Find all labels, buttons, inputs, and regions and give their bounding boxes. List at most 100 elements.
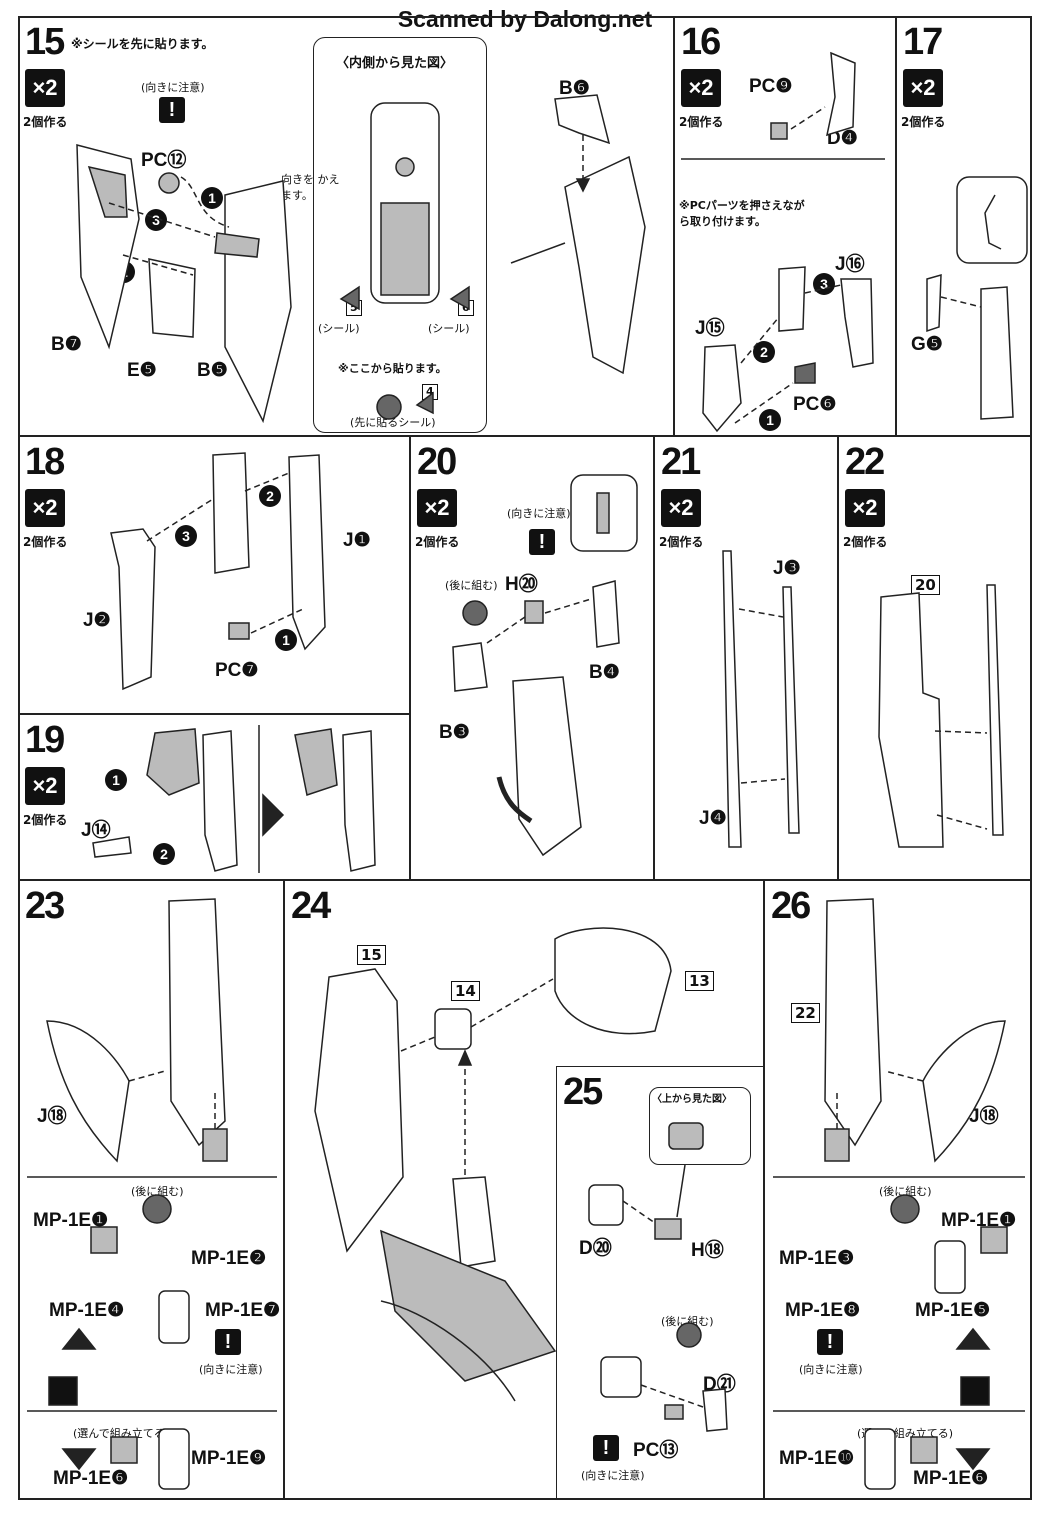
part-label-b5: B❺ — [197, 360, 228, 381]
inset-title: 〈内側から見た図〉 — [336, 56, 454, 71]
quantity-badge: ×2 — [25, 489, 65, 527]
step-21-illustration — [722, 550, 800, 848]
order-marker-3: 3 — [145, 209, 167, 231]
part-label-j16: J⑯ — [835, 254, 865, 275]
part-label-j18: J⑱ — [969, 1106, 999, 1127]
quantity-badge: ×2 — [845, 489, 885, 527]
part-label-mp5: MP-1E❺ — [915, 1300, 991, 1321]
order-marker-3: 3 — [175, 525, 197, 547]
step-25-panel: 25 〈上から見た図〉 D⑳ H⑱ (後に組む) D㉑ ! PC⑬ (向きに注意… — [556, 1066, 764, 1500]
part-label-mp8: MP-1E❽ — [785, 1300, 861, 1321]
order-marker-1: 1 — [759, 409, 781, 431]
inset-inner-view: 〈内側から見た図〉 (シール) (シール) 5 6 ※ここから貼ります。 4 (… — [313, 37, 487, 433]
step-number: 24 — [291, 885, 331, 927]
part-label-e5: E❺ — [127, 360, 157, 381]
make-two-label: 2個作る — [679, 115, 724, 129]
step-ref-15: 15 — [357, 945, 386, 965]
make-two-label: 2個作る — [843, 535, 888, 549]
step-number: 17 — [903, 21, 943, 63]
order-marker-2: 2 — [153, 843, 175, 865]
quantity-badge: ×2 — [661, 489, 701, 527]
part-label-b3: B❸ — [439, 722, 470, 743]
step-25-illustration — [588, 1122, 728, 1432]
part-label-j2: J❷ — [83, 610, 111, 631]
part-label-mp6: MP-1E❻ — [53, 1468, 129, 1489]
part-label-mp1: MP-1E❶ — [33, 1210, 109, 1231]
caution-label: (向きに注意) — [799, 1363, 863, 1376]
step-18-panel: 18 ×2 2個作る J❶ J❷ PC❼ 2 3 1 — [18, 436, 410, 714]
step-15-panel: 15 ×2 2個作る ※シールを先に貼ります。 (向きに注意) ! PC⑫ 向き… — [18, 16, 674, 436]
step-15-illustration — [76, 94, 646, 424]
part-label-mp4: MP-1E❹ — [49, 1300, 125, 1321]
caution-label: (向きに注意) — [199, 1363, 263, 1376]
step-number: 25 — [563, 1071, 603, 1113]
assemble-later-label: (後に組む) — [445, 579, 498, 592]
step-number: 22 — [845, 441, 885, 483]
step-19-panel: 19 ×2 2個作る J⑭ 1 2 — [18, 714, 410, 880]
part-label-j4: J❹ — [699, 808, 727, 829]
step-22-illustration — [878, 584, 1004, 848]
order-marker-2: 2 — [753, 341, 775, 363]
part-label-j3: J❸ — [773, 558, 801, 579]
caution-icon: ! — [593, 1435, 619, 1461]
top-view-title: 〈上から見た図〉 — [652, 1094, 732, 1105]
quantity-badge: ×2 — [25, 767, 65, 805]
step-26-illustration — [773, 898, 1025, 1490]
step-16-panel: 16 ×2 2個作る PC❾ D❹ ※PCパーツを押さえながら取り付けます。 J… — [674, 16, 896, 436]
assemble-later-label: (後に組む) — [661, 1315, 714, 1328]
step-17-panel: 17 ×2 2個作る G❺ — [896, 16, 1032, 436]
part-label-g5: G❺ — [911, 334, 943, 355]
step-23-panel: 23 J⑱ (後に組む) MP-1E❶ MP-1E❷ MP-1E❹ MP-1E❼… — [18, 880, 284, 1500]
part-label-mp6: MP-1E❻ — [913, 1468, 989, 1489]
part-label-mp9: MP-1E❾ — [191, 1448, 267, 1469]
step-number: 16 — [681, 21, 721, 63]
sticker-first-note: ※シールを先に貼ります。 — [71, 37, 214, 51]
part-label-mp3: MP-1E❸ — [779, 1248, 855, 1269]
caution-label: (向きに注意) — [507, 507, 571, 520]
caution-icon: ! — [529, 529, 555, 555]
make-two-label: 2個作る — [23, 535, 68, 549]
part-label-h18: H⑱ — [691, 1240, 724, 1261]
caution-icon: ! — [817, 1329, 843, 1355]
step-number: 23 — [25, 885, 65, 927]
part-label-pc13: PC⑬ — [633, 1440, 679, 1461]
step-16-illustration — [681, 51, 885, 433]
quantity-badge: ×2 — [681, 69, 721, 107]
step-24-panel: 24 15 14 13 — [284, 880, 764, 1500]
part-label-mp10: MP-1E❿ — [779, 1448, 855, 1469]
step-24-illustration — [314, 927, 672, 1402]
order-marker-1: 1 — [105, 769, 127, 791]
start-here-note: ※ここから貼ります。 — [338, 362, 447, 375]
step-17-illustration — [926, 176, 1028, 420]
part-label-pc9: PC❾ — [749, 76, 793, 97]
part-label-h20: H⑳ — [505, 574, 538, 595]
part-label-j15: J⑮ — [695, 318, 725, 339]
caution-label: (向きに注意) — [141, 81, 205, 94]
step-22-panel: 22 ×2 2個作る 20 — [838, 436, 1032, 880]
step-ref-14: 14 — [451, 981, 480, 1001]
step-18-illustration — [110, 452, 326, 691]
quantity-badge: ×2 — [25, 69, 65, 107]
quantity-badge: ×2 — [903, 69, 943, 107]
step-number: 21 — [661, 441, 701, 483]
pc-hold-note: ※PCパーツを押さえながら取り付けます。 — [679, 199, 805, 228]
part-label-j1: J❶ — [343, 530, 371, 551]
scanner-banner: Scanned by Dalong.net — [397, 6, 653, 32]
make-two-label: 2個作る — [901, 115, 946, 129]
part-label-b4: B❹ — [589, 662, 620, 683]
part-label-b6: B❻ — [559, 78, 590, 99]
make-two-label: 2個作る — [23, 115, 68, 129]
order-marker-2: 2 — [259, 485, 281, 507]
assemble-later-label: (後に組む) — [879, 1185, 932, 1198]
caution-icon: ! — [215, 1329, 241, 1355]
part-label-mp2: MP-1E❷ — [191, 1248, 267, 1269]
quantity-badge: ×2 — [417, 489, 457, 527]
step-ref-20: 20 — [911, 575, 940, 595]
step-number: 18 — [25, 441, 65, 483]
part-label-mp7: MP-1E❼ — [205, 1300, 281, 1321]
choose-build-label: (選んで組み立てる) — [73, 1427, 170, 1440]
part-label-pc6: PC❻ — [793, 394, 837, 415]
step-26-panel: 26 22 J⑱ (後に組む) MP-1E❶ MP-1E❸ MP-1E❺ MP-… — [764, 880, 1032, 1500]
step-23-illustration — [27, 898, 277, 1490]
rotate-note: 向きを かえます。 — [281, 173, 340, 202]
